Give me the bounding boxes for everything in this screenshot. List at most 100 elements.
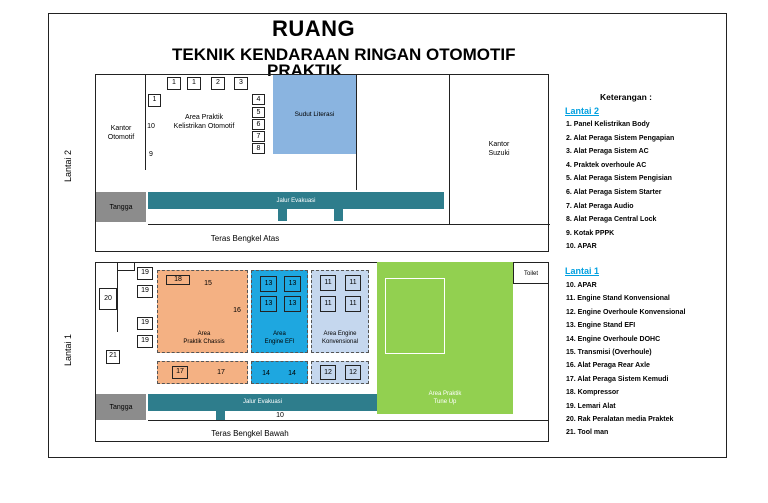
equipment-marker: 1 xyxy=(187,77,201,90)
title-line2: TEKNIK KENDARAAN RINGAN OTOMOTIF xyxy=(172,45,516,64)
equipment-marker: 4 xyxy=(252,94,265,105)
equipment-marker: 13 xyxy=(284,276,301,292)
area-praktik-kelistrikan-label: Area Praktik Kelistrikan Otomotif xyxy=(173,114,235,130)
teras-line xyxy=(148,420,549,421)
jalur-evakuasi-upper xyxy=(148,192,444,209)
legend-item: 14. Engine Overhoule DOHC xyxy=(566,335,661,343)
floor-label-lantai1: Lantai 1 xyxy=(63,333,73,366)
equipment-marker: 15 xyxy=(204,280,212,287)
sudut-literasi-area xyxy=(273,75,356,154)
lower-entrance xyxy=(117,262,135,271)
legend-item: 9. Kotak PPPK xyxy=(566,229,615,237)
floor-label-lantai2: Lantai 2 xyxy=(63,149,73,182)
legend-item: 7. Alat Peraga Audio xyxy=(566,202,634,210)
legend-item: 6. Alat Peraga Sistem Starter xyxy=(566,189,662,196)
legend-item: 10. APAR xyxy=(566,282,597,289)
equipment-marker: 19 xyxy=(137,267,153,280)
sudut-literasi-label: Sudut Literasi xyxy=(294,111,335,118)
legend-item: 4. Praktek overhoule AC xyxy=(566,161,647,169)
equipment-marker: 19 xyxy=(137,317,153,330)
equipment-marker: 17 xyxy=(217,369,225,376)
area-kemudi xyxy=(157,361,248,384)
equipment-marker: 21 xyxy=(106,350,120,364)
legend-item: 3. Alat Peraga Sistem AC xyxy=(566,148,649,156)
equipment-marker: 19 xyxy=(137,335,153,348)
equipment-marker: 7 xyxy=(252,131,265,142)
legend-item: 17. Alat Peraga Sistem Kemudi xyxy=(566,375,669,383)
equipment-marker: 1 xyxy=(167,77,181,90)
equipment-marker: 13 xyxy=(260,296,277,312)
equipment-marker: 13 xyxy=(284,296,301,312)
equipment-marker: 19 xyxy=(137,285,153,298)
legend-item: 20. Rak Peralatan media Praktek xyxy=(566,416,674,423)
equipment-marker: 11 xyxy=(345,275,361,291)
legend-item: 8. Alat Peraga Central Lock xyxy=(566,216,657,224)
area-praktik-chassis xyxy=(157,270,248,353)
teras-bengkel-atas-label: Teras Bengkel Atas xyxy=(210,234,280,243)
equipment-marker: 9 xyxy=(149,151,153,158)
equipment-marker: 3 xyxy=(234,77,248,90)
jalur-evakuasi-upper-label: Jalur Evakuasi xyxy=(276,198,316,204)
jalur-evakuasi-exit xyxy=(278,209,287,221)
toilet-room xyxy=(513,262,549,284)
jalur-evakuasi-lower xyxy=(148,394,377,411)
area-dohc xyxy=(251,361,308,384)
legend-item: 2. Alat Peraga Sistem Pengapian xyxy=(566,134,675,142)
equipment-marker: 5 xyxy=(252,107,265,118)
upper-floor-outline xyxy=(95,74,549,252)
legend-item: 21. Tool man xyxy=(566,429,609,437)
equipment-marker: 14 xyxy=(262,370,270,377)
equipment-marker: 20 xyxy=(99,288,117,310)
tangga-upper xyxy=(96,192,146,222)
equipment-marker: 16 xyxy=(233,307,241,314)
equipment-marker: 11 xyxy=(320,275,336,291)
equipment-marker: 18 xyxy=(166,275,190,285)
kantor-suzuki-label: Kantor Suzuki xyxy=(488,141,510,157)
kantor-otomotif-label: Kantor Otomotif xyxy=(107,125,135,141)
jalur-evakuasi-exit xyxy=(334,209,343,221)
legend-title: Keterangan : xyxy=(600,92,652,102)
kantor-suzuki-wall xyxy=(449,74,450,224)
equipment-marker: 17 xyxy=(172,366,188,379)
title-line1: RUANG xyxy=(272,16,356,41)
equipment-marker: 10 xyxy=(147,123,155,130)
jalur-evakuasi-lower-label: Jalur Evakuasi xyxy=(242,399,283,405)
tangga-upper-label: Tangga xyxy=(109,204,133,211)
toilet-label: Toilet xyxy=(523,271,538,277)
legend-lantai2-heading: Lantai 2 xyxy=(565,106,600,116)
equipment-marker: 12 xyxy=(345,365,361,380)
kantor-otomotif-wall xyxy=(145,74,146,170)
area-praktik-tune-up-label: Area Praktik Tune Up xyxy=(428,391,462,405)
legend-lantai1-heading: Lantai 1 xyxy=(565,266,600,276)
equipment-marker: 12 xyxy=(320,365,336,380)
equipment-marker: 11 xyxy=(345,296,361,312)
equipment-marker: 1 xyxy=(148,94,161,107)
tangga-lower-label: Tangga xyxy=(109,404,133,411)
equipment-marker: 8 xyxy=(252,143,265,154)
diagram-frame xyxy=(48,13,727,458)
equipment-marker: 10 xyxy=(276,412,284,419)
teras-line xyxy=(148,224,550,225)
area-overhoule-konvensional xyxy=(311,361,369,384)
area-praktik-chassis-label: Area Praktik Chassis xyxy=(183,331,225,345)
legend-item: 19. Lemari Alat xyxy=(566,402,616,410)
area-engine-efi-label: Area Engine EFI xyxy=(264,331,295,345)
partition-wall xyxy=(117,270,118,332)
equipment-marker: 2 xyxy=(211,77,225,90)
equipment-marker: 13 xyxy=(260,276,277,292)
equipment-marker: 11 xyxy=(320,296,336,312)
legend-item: 12. Engine Overhoule Konvensional xyxy=(566,308,686,316)
lower-floor-outline xyxy=(95,262,549,442)
equipment-marker: 6 xyxy=(252,119,265,130)
legend-item: 11. Engine Stand Konvensional xyxy=(566,295,670,303)
legend-item: 16. Alat Peraga Rear Axle xyxy=(566,362,650,370)
jalur-evakuasi-exit xyxy=(216,411,225,420)
tangga-lower xyxy=(96,394,146,420)
legend-item: 13. Engine Stand EFI xyxy=(566,322,636,330)
legend-item: 18. Kompressor xyxy=(566,389,619,397)
partition-wall xyxy=(356,74,357,190)
legend-item: 5. Alat Peraga Sistem Pengisian xyxy=(566,175,672,183)
area-engine-konvensional-label: Area Engine Konvensional xyxy=(321,331,359,345)
legend-item: 15. Transmisi (Overhoule) xyxy=(566,349,652,356)
legend-item: 1. Panel Kelistrikan Body xyxy=(566,121,650,128)
